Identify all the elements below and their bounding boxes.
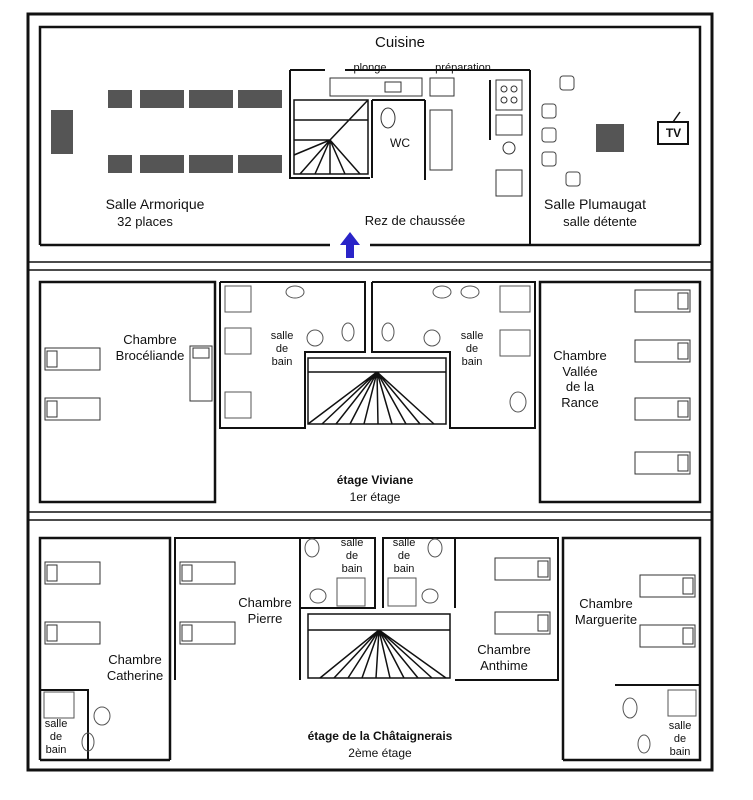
room-salle-plumaugat: Salle Plumaugat	[544, 196, 646, 212]
armchairs	[541, 75, 581, 187]
floor-name-second: étage de la Châtaignerais	[307, 729, 453, 743]
kitchen-fixtures	[329, 77, 523, 197]
label-dishwashing: plonge	[353, 62, 387, 74]
label-wc: WC	[390, 136, 410, 150]
staircase-ground	[293, 99, 369, 175]
staircase-first	[307, 357, 447, 425]
tv-icon	[657, 111, 689, 145]
floor-name-ground: Rez de chaussée	[364, 213, 466, 228]
outer-wall	[26, 12, 714, 772]
beds-first	[44, 289, 691, 475]
entrance-arrow-icon	[340, 232, 360, 258]
room-subtitle: salle détente	[563, 214, 637, 229]
bath-fixtures-second	[43, 538, 697, 754]
ground-floor	[38, 25, 702, 247]
tv-label: TV	[665, 126, 682, 140]
floor-name-first: étage Viviane	[336, 473, 414, 487]
dining-tables	[51, 90, 624, 173]
floor-level-second: 2ème étage	[348, 746, 412, 760]
room-capacity: 32 places	[117, 214, 173, 229]
beds-second	[44, 557, 696, 648]
label-preparation: préparation	[435, 62, 491, 74]
first-floor	[38, 280, 702, 504]
staircase-second	[307, 613, 451, 679]
label-kitchen: Cuisine	[374, 34, 426, 51]
bath-fixtures-first	[224, 285, 531, 419]
room-salle-armorique: Salle Armorique	[105, 196, 205, 212]
floor-level-first: 1er étage	[349, 490, 401, 504]
second-floor	[38, 536, 702, 762]
